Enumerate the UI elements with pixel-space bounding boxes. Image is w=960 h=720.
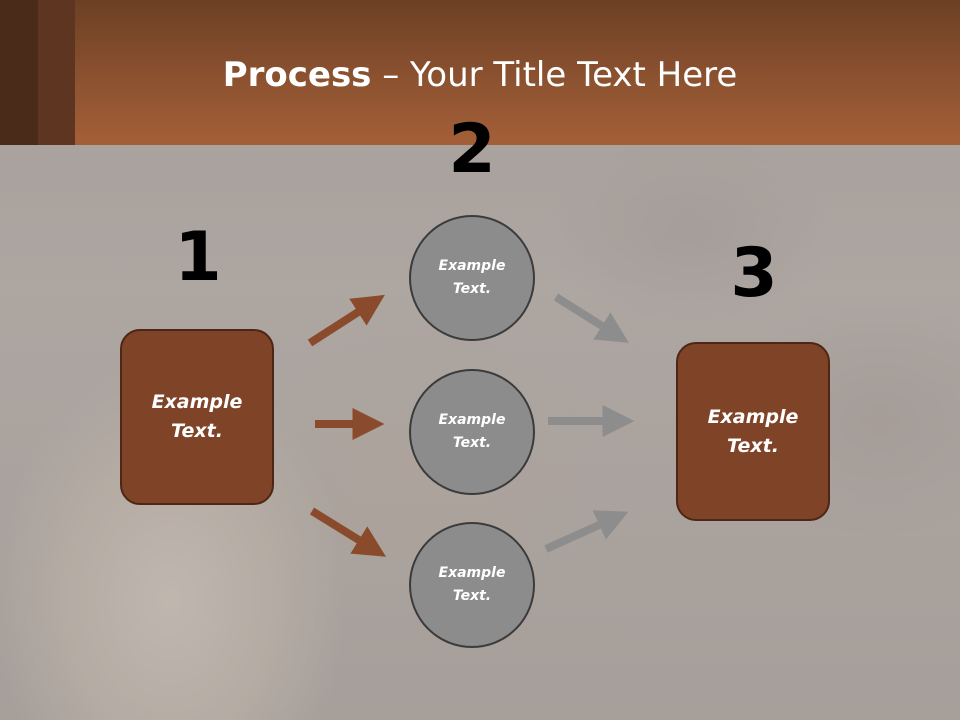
step-number-1: 1 — [174, 218, 222, 297]
circle-middle-label-line1: Example — [438, 412, 506, 428]
title-rest: – Your Title Text Here — [371, 55, 738, 95]
slide-title: Process – Your Title Text Here — [0, 55, 960, 95]
step-1-label-line1: Example — [151, 391, 243, 413]
arrow-1-to-bottom — [309, 507, 387, 557]
step-number-3: 3 — [730, 234, 778, 313]
step-1-box: Example Text. — [120, 329, 274, 505]
arrow-top-to-3 — [553, 293, 629, 343]
circle-top-label-line2: Text. — [452, 281, 492, 297]
step-number-2: 2 — [448, 110, 496, 189]
arrow-1-to-top — [307, 294, 385, 347]
circle-middle-label-line2: Text. — [452, 435, 492, 451]
step-2-circle-bottom: Example Text. — [409, 522, 535, 648]
step-3-box: Example Text. — [676, 342, 830, 521]
circle-bottom-label-line1: Example — [438, 565, 506, 581]
circle-bottom-label-line2: Text. — [452, 588, 492, 604]
step-2-circle-top: Example Text. — [409, 215, 535, 341]
step-3-label-line2: Text. — [727, 434, 779, 457]
circle-top-label-line1: Example — [438, 258, 506, 274]
header-accent-strip — [0, 0, 38, 145]
title-bold: Process — [222, 55, 372, 95]
step-2-circle-middle: Example Text. — [409, 369, 535, 495]
step-1-label-line2: Text. — [171, 420, 223, 442]
header-band — [0, 0, 960, 145]
arrow-bottom-to-3 — [544, 510, 629, 553]
step-3-label-line1: Example — [707, 405, 799, 428]
header-accent-strip-2 — [38, 0, 75, 145]
